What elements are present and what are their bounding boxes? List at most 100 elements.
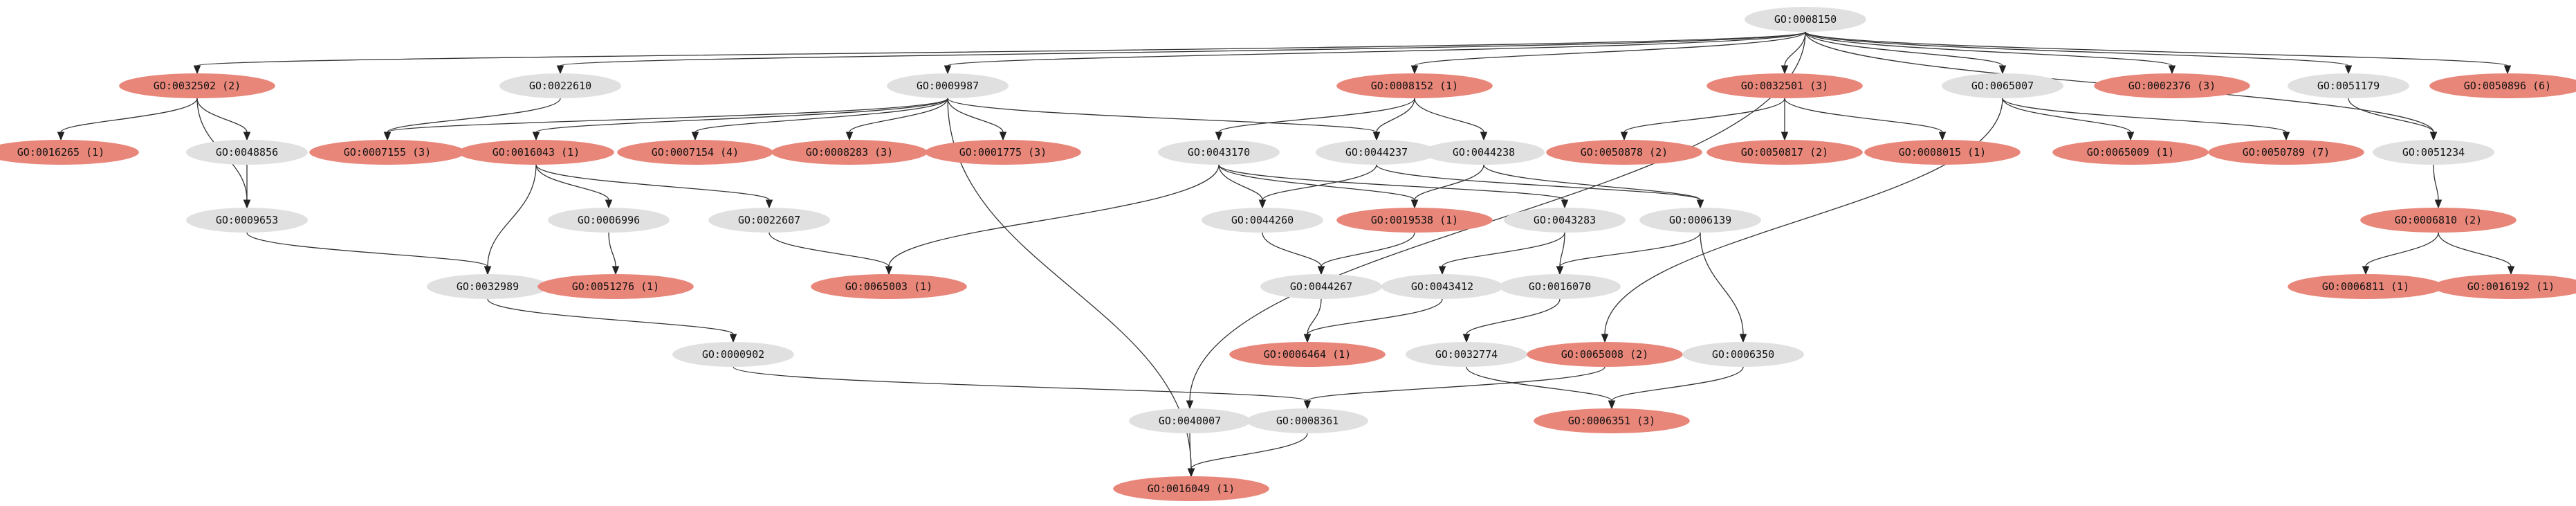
edge-line [1414, 164, 1484, 201]
node-go-0006351[interactable]: GO:0006351 (3) [1534, 408, 1690, 433]
arrowhead [57, 132, 65, 141]
node-shape [2288, 73, 2409, 98]
node-go-0043283[interactable]: GO:0043283 [1504, 208, 1626, 233]
node-go-0000902[interactable]: GO:0000902 [672, 342, 794, 367]
node-label: GO:0044267 [1290, 280, 1352, 293]
node-shape [811, 274, 967, 299]
node-go-0065009[interactable]: GO:0065009 (1) [2052, 140, 2209, 165]
node-go-0007155[interactable]: GO:0007155 (3) [309, 140, 466, 165]
node-shape [458, 140, 614, 165]
edge-go-0048856-to-go-0009653 [243, 165, 251, 209]
edge-line [947, 98, 1192, 469]
node-go-0050896[interactable]: GO:0050896 (6) [2429, 73, 2576, 98]
node-go-0051179[interactable]: GO:0051179 [2288, 73, 2409, 98]
node-go-0001775[interactable]: GO:0001775 (3) [925, 140, 1081, 165]
node-go-0016192[interactable]: GO:0016192 (1) [2433, 274, 2576, 299]
node-shape [672, 342, 794, 367]
node-go-0009987[interactable]: GO:0009987 [887, 73, 1009, 98]
edge-line [1414, 31, 1806, 66]
node-go-0008361[interactable]: GO:0008361 [1246, 408, 1368, 433]
node-go-0044267[interactable]: GO:0044267 [1260, 274, 1382, 299]
node-go-0043412[interactable]: GO:0043412 [1381, 274, 1503, 299]
node-go-0044260[interactable]: GO:0044260 [1202, 208, 1323, 233]
node-go-0032774[interactable]: GO:0032774 [1406, 342, 1527, 367]
node-go-0044238[interactable]: GO:0044238 [1423, 140, 1545, 165]
node-shape [1639, 208, 1761, 233]
node-go-0006139[interactable]: GO:0006139 [1639, 208, 1761, 233]
node-go-0040007[interactable]: GO:0040007 [1129, 408, 1251, 433]
node-go-0065003[interactable]: GO:0065003 (1) [811, 274, 967, 299]
node-go-0019538[interactable]: GO:0019538 (1) [1336, 208, 1493, 233]
node-go-0050878[interactable]: GO:0050878 (2) [1546, 140, 1702, 165]
node-go-0016070[interactable]: GO:0016070 [1499, 274, 1621, 299]
node-label: GO:0022607 [738, 214, 800, 226]
edge-line [733, 366, 1308, 401]
node-go-0032501[interactable]: GO:0032501 (3) [1706, 73, 1863, 98]
node-shape [1706, 140, 1863, 165]
arrowhead [1186, 400, 1194, 410]
edge-line [246, 232, 488, 267]
node-go-0006350[interactable]: GO:0006350 [1682, 342, 1804, 367]
edge-go-0016043-to-go-0032989 [484, 164, 537, 275]
node-go-0016043[interactable]: GO:0016043 (1) [458, 140, 614, 165]
node-label: GO:0051234 [2402, 146, 2465, 159]
node-go-0050789[interactable]: GO:0050789 (7) [2208, 140, 2364, 165]
edge-line [1784, 98, 1943, 133]
arrowhead [1781, 65, 1789, 75]
edge-line [2365, 232, 2439, 267]
node-go-0048856[interactable]: GO:0048856 [186, 140, 308, 165]
node-go-0032989[interactable]: GO:0032989 [427, 274, 549, 299]
edge-line [560, 31, 1806, 66]
arrowhead [484, 266, 492, 275]
edge-go-0008152-to-go-0043170 [1215, 98, 1415, 141]
node-go-0022610[interactable]: GO:0022610 [499, 73, 621, 98]
node-go-0016049[interactable]: GO:0016049 (1) [1113, 476, 1269, 501]
node-label: GO:0032502 (2) [154, 80, 241, 92]
arrowhead [2168, 65, 2176, 75]
edge-go-0043283-to-go-0043412 [1438, 232, 1565, 275]
edge-line [1559, 232, 1565, 267]
arrowhead [2126, 132, 2135, 141]
node-go-0009653[interactable]: GO:0009653 [186, 208, 308, 233]
node-go-0016265[interactable]: GO:0016265 (1) [0, 140, 139, 165]
arrowhead [885, 266, 893, 275]
node-go-0065007[interactable]: GO:0065007 [1942, 73, 2063, 98]
node-label: GO:0040007 [1159, 415, 1221, 427]
node-go-0044237[interactable]: GO:0044237 [1316, 140, 1437, 165]
node-go-0032502[interactable]: GO:0032502 (2) [119, 73, 275, 98]
arrowhead [1938, 132, 1947, 141]
node-go-0051276[interactable]: GO:0051276 (1) [537, 274, 694, 299]
edge-go-0044238-to-go-0019538 [1410, 164, 1484, 209]
node-label: GO:0006810 (2) [2395, 214, 2482, 226]
node-label: GO:0050878 (2) [1581, 146, 1668, 159]
node-label: GO:0006351 (3) [1568, 415, 1655, 427]
edge-go-0008150-to-go-0040007 [1186, 31, 1806, 410]
node-go-0007154[interactable]: GO:0007154 (4) [617, 140, 773, 165]
node-shape [1202, 208, 1323, 233]
arrowhead [1410, 199, 1419, 209]
node-go-0050817[interactable]: GO:0050817 (2) [1706, 140, 1863, 165]
arrowhead [1303, 334, 1312, 343]
node-go-0051234[interactable]: GO:0051234 [2373, 140, 2494, 165]
node-go-0065008[interactable]: GO:0065008 (2) [1527, 342, 1683, 367]
node-go-0006996[interactable]: GO:0006996 [548, 208, 670, 233]
edge-line [1321, 232, 1415, 267]
node-label: GO:0065008 (2) [1561, 348, 1648, 361]
edge-go-0009653-to-go-0032989 [246, 232, 492, 275]
node-go-0002376[interactable]: GO:0002376 (3) [2094, 73, 2250, 98]
arrowhead [2507, 266, 2515, 275]
node-go-0006810[interactable]: GO:0006810 (2) [2360, 208, 2517, 233]
edge-go-0032502-to-go-0048856 [196, 98, 251, 141]
node-go-0006811[interactable]: GO:0006811 (1) [2288, 274, 2444, 299]
node-go-0006464[interactable]: GO:0006464 (1) [1229, 342, 1386, 367]
edge-go-0009987-to-go-0008283 [845, 98, 948, 141]
node-label: GO:0016043 (1) [493, 146, 580, 159]
node-go-0008015[interactable]: GO:0008015 (1) [1864, 140, 2021, 165]
node-go-0008152[interactable]: GO:0008152 (1) [1336, 73, 1493, 98]
node-go-0008283[interactable]: GO:0008283 (3) [771, 140, 928, 165]
edge-go-0032989-to-go-0000902 [487, 298, 737, 343]
node-go-0043170[interactable]: GO:0043170 [1158, 140, 1280, 165]
node-go-0022607[interactable]: GO:0022607 [708, 208, 830, 233]
node-go-0008150[interactable]: GO:0008150 [1745, 7, 1866, 32]
arrowhead [944, 65, 952, 75]
